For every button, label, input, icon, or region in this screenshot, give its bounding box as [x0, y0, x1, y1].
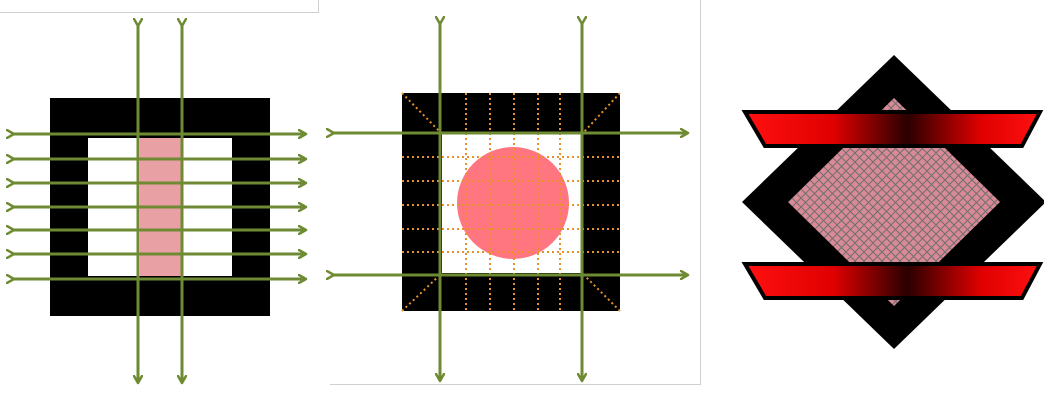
panel-c-bottom-red-bar — [745, 264, 1040, 298]
panel-c — [742, 55, 1044, 349]
panel-c-top-red-bar — [745, 112, 1040, 146]
panel-b — [334, 24, 688, 381]
panel-a — [14, 26, 306, 383]
